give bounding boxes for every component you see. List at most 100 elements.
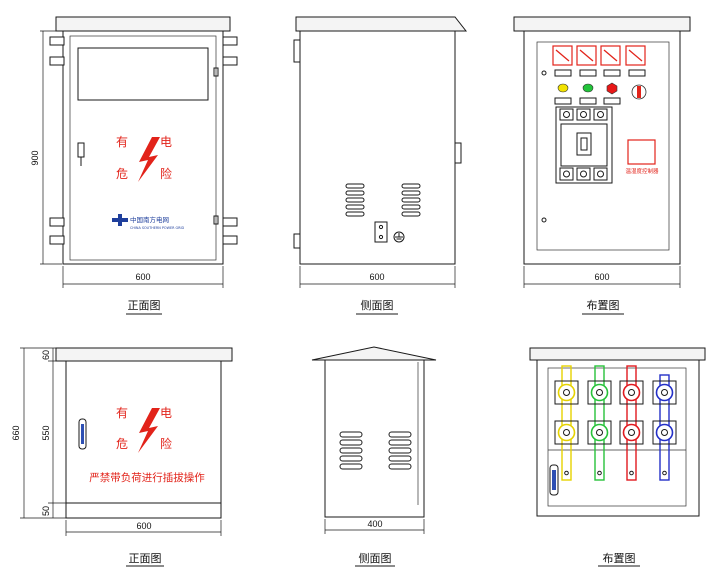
dim-height-60: 60 [41,350,51,360]
lightning-bolt-icon [138,137,160,182]
label-plate [554,69,572,77]
dim-height-550: 550 [41,425,51,440]
connector-socket [554,380,579,405]
top-layout-view: 温湿度控制器 600 布置图 [513,16,691,315]
roof-cap [295,16,468,32]
warning-char-3: 危 [116,167,128,181]
busbar-red [626,365,637,481]
connector-socket [652,420,677,445]
caption-layout-bottom: 布置图 [603,552,636,565]
vent-louvers-right [388,431,412,470]
caption-front-bottom: 正面图 [129,552,162,565]
connector-socket [619,420,644,445]
warning-char-4: 险 [160,166,172,181]
hinge [213,67,219,77]
mount-lug [49,235,65,245]
dim-height-50: 50 [41,506,51,516]
caption-side-bottom: 侧面图 [359,552,392,565]
connector-socket [587,420,612,445]
indicator-lamp-yellow [557,83,569,93]
indicator-lamp-green [582,83,594,93]
connector-socket [652,380,677,405]
connector-socket [554,420,579,445]
roof-cap [513,16,691,32]
warning-char-4: 险 [160,436,172,451]
mount-lug [222,56,238,66]
logo-sub-text: CHINA SOUTHERN POWER GRID [130,226,185,230]
bottom-layout-view: 布置图 [529,347,706,567]
door-handle-icon [549,464,559,496]
humidity-controller [627,139,656,165]
vent-louvers-left [339,431,363,470]
warning-char-3: 危 [116,437,128,451]
meter-icon [552,45,646,66]
cabinet-body [299,30,456,265]
handle-edge [454,142,462,164]
mount-lug [49,36,65,46]
warning-char-2: 电 [160,135,172,149]
side-bracket [293,233,301,249]
roof-cap [529,347,706,361]
label-plate [628,69,646,77]
cabinet-base [65,502,222,519]
warning-char-1: 有 [116,135,128,149]
bottom-side-view: 400 侧面图 [311,346,437,567]
label-plate [603,69,621,77]
label-plate [603,97,621,105]
vent-louvers-right [401,183,421,217]
roof-cap [55,16,231,32]
label-plate [579,69,597,77]
dim-width-600: 600 [594,272,609,282]
caption-side-top: 侧面图 [361,299,394,312]
cable-gland-plate [374,221,388,243]
door-handle-icon [78,418,87,450]
warning-char-1: 有 [116,406,128,420]
dim-width-600: 600 [369,272,384,282]
selector-knob [637,86,641,98]
hinge [213,215,219,225]
mount-lug [222,235,238,245]
vent-louvers-left [345,183,365,217]
mount-lug [222,36,238,46]
logo-main-text: 中国南方电网 [130,215,169,224]
label-plate [554,97,572,105]
door-handle-icon [77,142,85,166]
bottom-front-view: 有 电 危 险 严禁带负荷进行插拔操作 660 60 550 50 600 正面… [11,347,233,567]
top-front-view: 有 电 危 险 中国南方电网 CHINA SOUTHERN POWER GRID… [30,16,238,315]
connector-socket [619,380,644,405]
indicator-lamp-red [606,82,618,95]
connector-socket [587,380,612,405]
mount-lug [49,217,65,227]
busbar-yellow [561,365,572,481]
side-bracket [293,39,301,63]
caption-layout-top: 布置图 [587,299,620,312]
company-logo: 中国南方电网 CHINA SOUTHERN POWER GRID [112,214,185,230]
label-plate [579,97,597,105]
top-side-view: 600 侧面图 [293,16,468,315]
dim-width-600: 600 [135,272,150,282]
dim-width-400: 400 [367,519,382,529]
roof-cap [55,347,233,362]
lightning-bolt-icon [138,408,160,453]
ground-symbol-icon [393,231,405,243]
mounting-plate [547,367,687,507]
cabinet-body [324,359,425,518]
mount-lug [49,56,65,66]
cabinet-body [62,30,224,265]
warning-char-2: 电 [160,406,172,420]
no-hot-plug-notice: 严禁带负荷进行插拔操作 [89,471,205,484]
dim-width-600: 600 [136,521,151,531]
dim-height-900: 900 [30,150,40,165]
dim-height-660: 660 [11,425,21,440]
busbar-green [594,365,605,481]
mounting-plate [536,41,670,251]
gable-roof [311,346,437,361]
controller-label: 温湿度控制器 [625,167,659,175]
caption-front-top: 正面图 [128,299,161,312]
circuit-breaker [555,106,613,184]
mount-lug [222,217,238,227]
screw [541,217,547,223]
viewing-window [77,47,209,101]
screw [541,70,547,76]
